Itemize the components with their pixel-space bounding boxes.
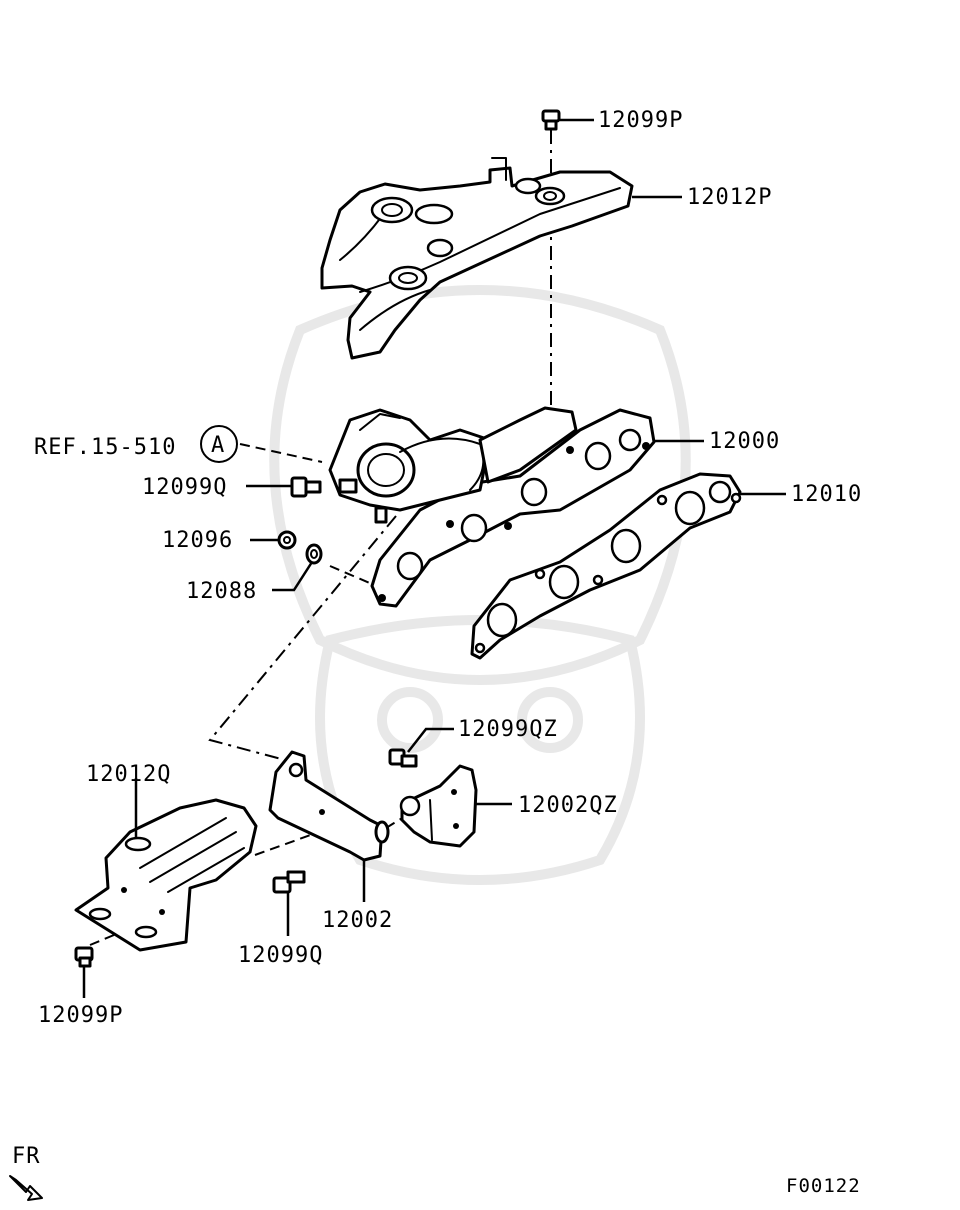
bracket-12002qz — [399, 764, 478, 848]
bolt-12099p-lower — [74, 946, 94, 968]
label-12099p-lower: 12099P — [38, 1003, 123, 1028]
ref-circle-marker — [200, 425, 238, 463]
label-12099q-mid: 12099Q — [142, 475, 227, 500]
nut-12096 — [277, 530, 297, 550]
label-12010: 12010 — [791, 482, 862, 507]
front-arrow-icon — [9, 1175, 43, 1201]
label-12002qz: 12002QZ — [518, 793, 618, 818]
heat-protector-12012p — [320, 157, 634, 360]
label-12099qz: 12099QZ — [458, 717, 558, 742]
washer-12088 — [305, 543, 323, 565]
label-12096: 12096 — [162, 528, 233, 553]
heat-protector-12012q — [74, 798, 258, 952]
label-12012p: 12012P — [687, 185, 772, 210]
bolt-12099qz — [388, 748, 418, 768]
direction-label: FR — [12, 1144, 41, 1169]
stud-bolt-12099q — [290, 476, 322, 498]
front-direction-indicator: FR — [9, 1144, 43, 1201]
figure-code: F00122 — [786, 1175, 861, 1197]
label-12099p-top: 12099P — [598, 108, 683, 133]
label-12099q-lower: 12099Q — [238, 943, 323, 968]
label-12088: 12088 — [186, 579, 257, 604]
label-ref-circle: A — [211, 433, 225, 458]
bracket-12002 — [268, 750, 390, 862]
leader-lines — [82, 118, 786, 998]
exhaust-manifold-12000 — [328, 406, 656, 608]
bolt-12099q-lower — [272, 870, 306, 894]
watermark-logo — [269, 285, 691, 885]
label-12012q: 12012Q — [86, 762, 171, 787]
gasket-12010 — [470, 472, 742, 660]
bolt-12099p-top — [541, 109, 561, 131]
label-ref: REF.15-510 — [34, 435, 176, 460]
label-12002: 12002 — [322, 908, 393, 933]
part-labels: 12099P 12012P 12000 12010 REF.15-510 A 1… — [34, 108, 862, 1028]
label-12000: 12000 — [709, 429, 780, 454]
